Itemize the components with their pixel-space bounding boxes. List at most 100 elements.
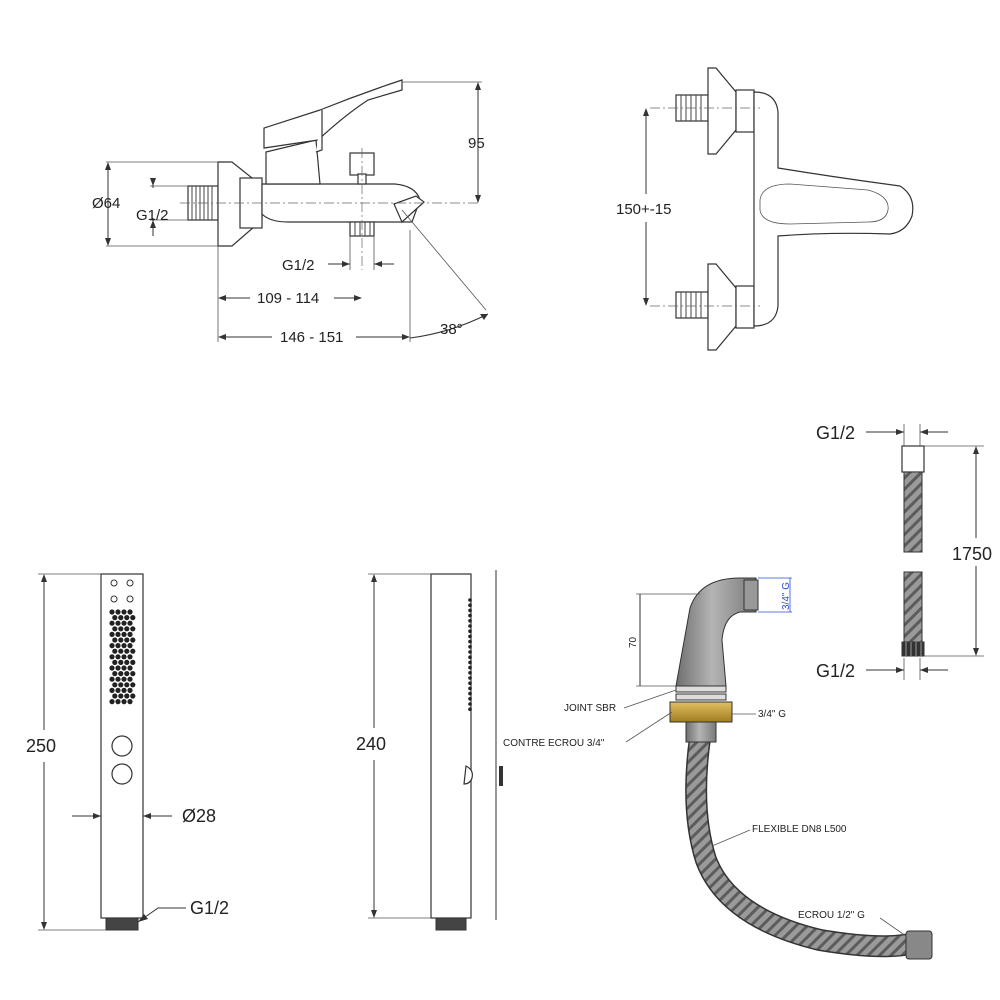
spray-nozzle	[109, 687, 115, 694]
spray-nozzle	[121, 609, 127, 615]
spout-adapter-assembly: 3/4" G 70 JOINT SBR CONTRE ECROU 3/4" 3/…	[503, 577, 933, 960]
spray-nozzle	[124, 615, 130, 621]
spray-nozzle-profile	[468, 650, 472, 654]
spray-nozzle-profile	[468, 645, 472, 649]
spray-nozzle	[118, 626, 124, 632]
spray-nozzle-profile	[468, 634, 472, 639]
side-thread-label: 3/4" G	[758, 709, 786, 720]
spray-nozzle	[109, 609, 115, 615]
spray-nozzle	[109, 676, 115, 682]
depth-long-label: 146 - 151	[280, 329, 343, 346]
spray-mode-button-bottom	[111, 763, 133, 785]
hose-length-label: 1750	[952, 544, 992, 564]
spray-nozzle	[130, 682, 136, 688]
spray-nozzle	[112, 659, 118, 666]
spray-nozzle-profile	[468, 676, 472, 680]
spray-nozzle	[118, 682, 124, 688]
spray-nozzle	[124, 671, 130, 677]
spray-nozzle	[121, 665, 127, 671]
spray-nozzle-profile	[468, 624, 472, 628]
spray-nozzle-profile	[468, 702, 472, 706]
end-nut-label: ECROU 1/2" G	[798, 910, 865, 921]
hose-top-thread-label: G1/2	[816, 423, 855, 443]
adapter-height-label: 70	[628, 636, 639, 648]
spray-nozzle	[124, 648, 130, 654]
shower-hose: G1/2 G1/2 1750	[816, 423, 992, 681]
joint-label: JOINT SBR	[564, 703, 616, 714]
spray-face-profile	[468, 598, 472, 711]
spray-nozzle-profile	[468, 686, 472, 691]
spray-nozzle	[121, 643, 127, 649]
hand-shower-length-label: 250	[26, 736, 56, 756]
spray-nozzle-profile	[468, 619, 472, 623]
spray-nozzle	[130, 671, 136, 677]
spray-nozzle	[115, 631, 121, 638]
spray-nozzle	[127, 676, 133, 682]
spray-nozzle	[127, 609, 133, 615]
spray-nozzle-profile	[468, 639, 472, 644]
spray-nozzle	[124, 682, 130, 688]
spray-nozzle-profile	[468, 629, 472, 633]
spray-nozzle-profile	[468, 603, 472, 607]
spray-nozzle-profile	[468, 608, 472, 613]
side-length-label: 240	[356, 734, 386, 754]
spray-nozzle-profile	[468, 681, 472, 685]
spray-nozzle-profile	[468, 707, 472, 711]
spray-nozzle	[127, 699, 133, 705]
spray-nozzle	[127, 620, 133, 626]
spray-nozzle	[115, 665, 121, 671]
hand-shower-side-view: 240	[356, 570, 503, 931]
spray-nozzle	[118, 648, 124, 654]
spray-nozzle-profile	[468, 660, 472, 665]
height-label: 95	[468, 135, 485, 152]
spray-nozzle	[118, 671, 124, 677]
center-distance-label: 150+-15	[616, 201, 671, 218]
spray-nozzle	[121, 676, 127, 682]
outlet-thread-label: G1/2	[282, 257, 315, 274]
hand-shower-front-view: 250 Ø28 G1/2	[26, 573, 229, 931]
spray-nozzle	[115, 676, 121, 682]
spray-nozzle	[124, 659, 130, 666]
spray-nozzle	[109, 654, 115, 660]
spray-nozzle	[127, 665, 133, 671]
spray-nozzle	[127, 643, 133, 649]
spray-nozzles-small	[110, 579, 134, 603]
spray-nozzle-profile	[468, 655, 472, 659]
spray-nozzle	[127, 631, 133, 638]
spray-nozzle	[115, 620, 121, 626]
spray-nozzle	[115, 643, 121, 649]
spray-nozzle-profile	[468, 598, 472, 602]
inlet-thread-label: G1/2	[136, 207, 169, 224]
spray-nozzle	[112, 648, 118, 654]
spray-nozzle	[124, 626, 130, 632]
spray-nozzle	[118, 615, 124, 621]
mixer-front-view: 150+-15	[616, 67, 914, 351]
spray-nozzle	[121, 699, 127, 705]
spray-nozzle	[118, 659, 124, 666]
spray-nozzle	[130, 615, 136, 621]
hand-shower-thread-label: G1/2	[190, 898, 229, 918]
spray-nozzle-profile	[468, 665, 472, 670]
spray-nozzle	[112, 693, 118, 699]
spray-nozzle	[130, 626, 136, 632]
spray-nozzle	[109, 631, 115, 638]
adapter-top-thread-label: 3/4" G	[781, 582, 792, 610]
spray-nozzle	[109, 643, 115, 649]
spray-nozzle	[115, 699, 121, 705]
spray-nozzle	[118, 637, 124, 643]
spray-nozzle	[112, 615, 118, 621]
flexible-label: FLEXIBLE DN8 L500	[752, 824, 847, 835]
spray-nozzle	[127, 687, 133, 694]
spray-nozzle	[109, 699, 115, 705]
spray-nozzle	[130, 648, 136, 654]
spray-nozzle	[109, 620, 115, 626]
spray-nozzle	[115, 687, 121, 694]
spray-nozzle	[109, 665, 115, 671]
spray-nozzle	[112, 637, 118, 643]
spray-nozzle	[121, 620, 127, 626]
spray-nozzle-profile	[468, 697, 472, 701]
spray-nozzle-profile	[468, 613, 472, 618]
spray-nozzle-profile	[468, 691, 472, 696]
spray-nozzle	[121, 654, 127, 660]
